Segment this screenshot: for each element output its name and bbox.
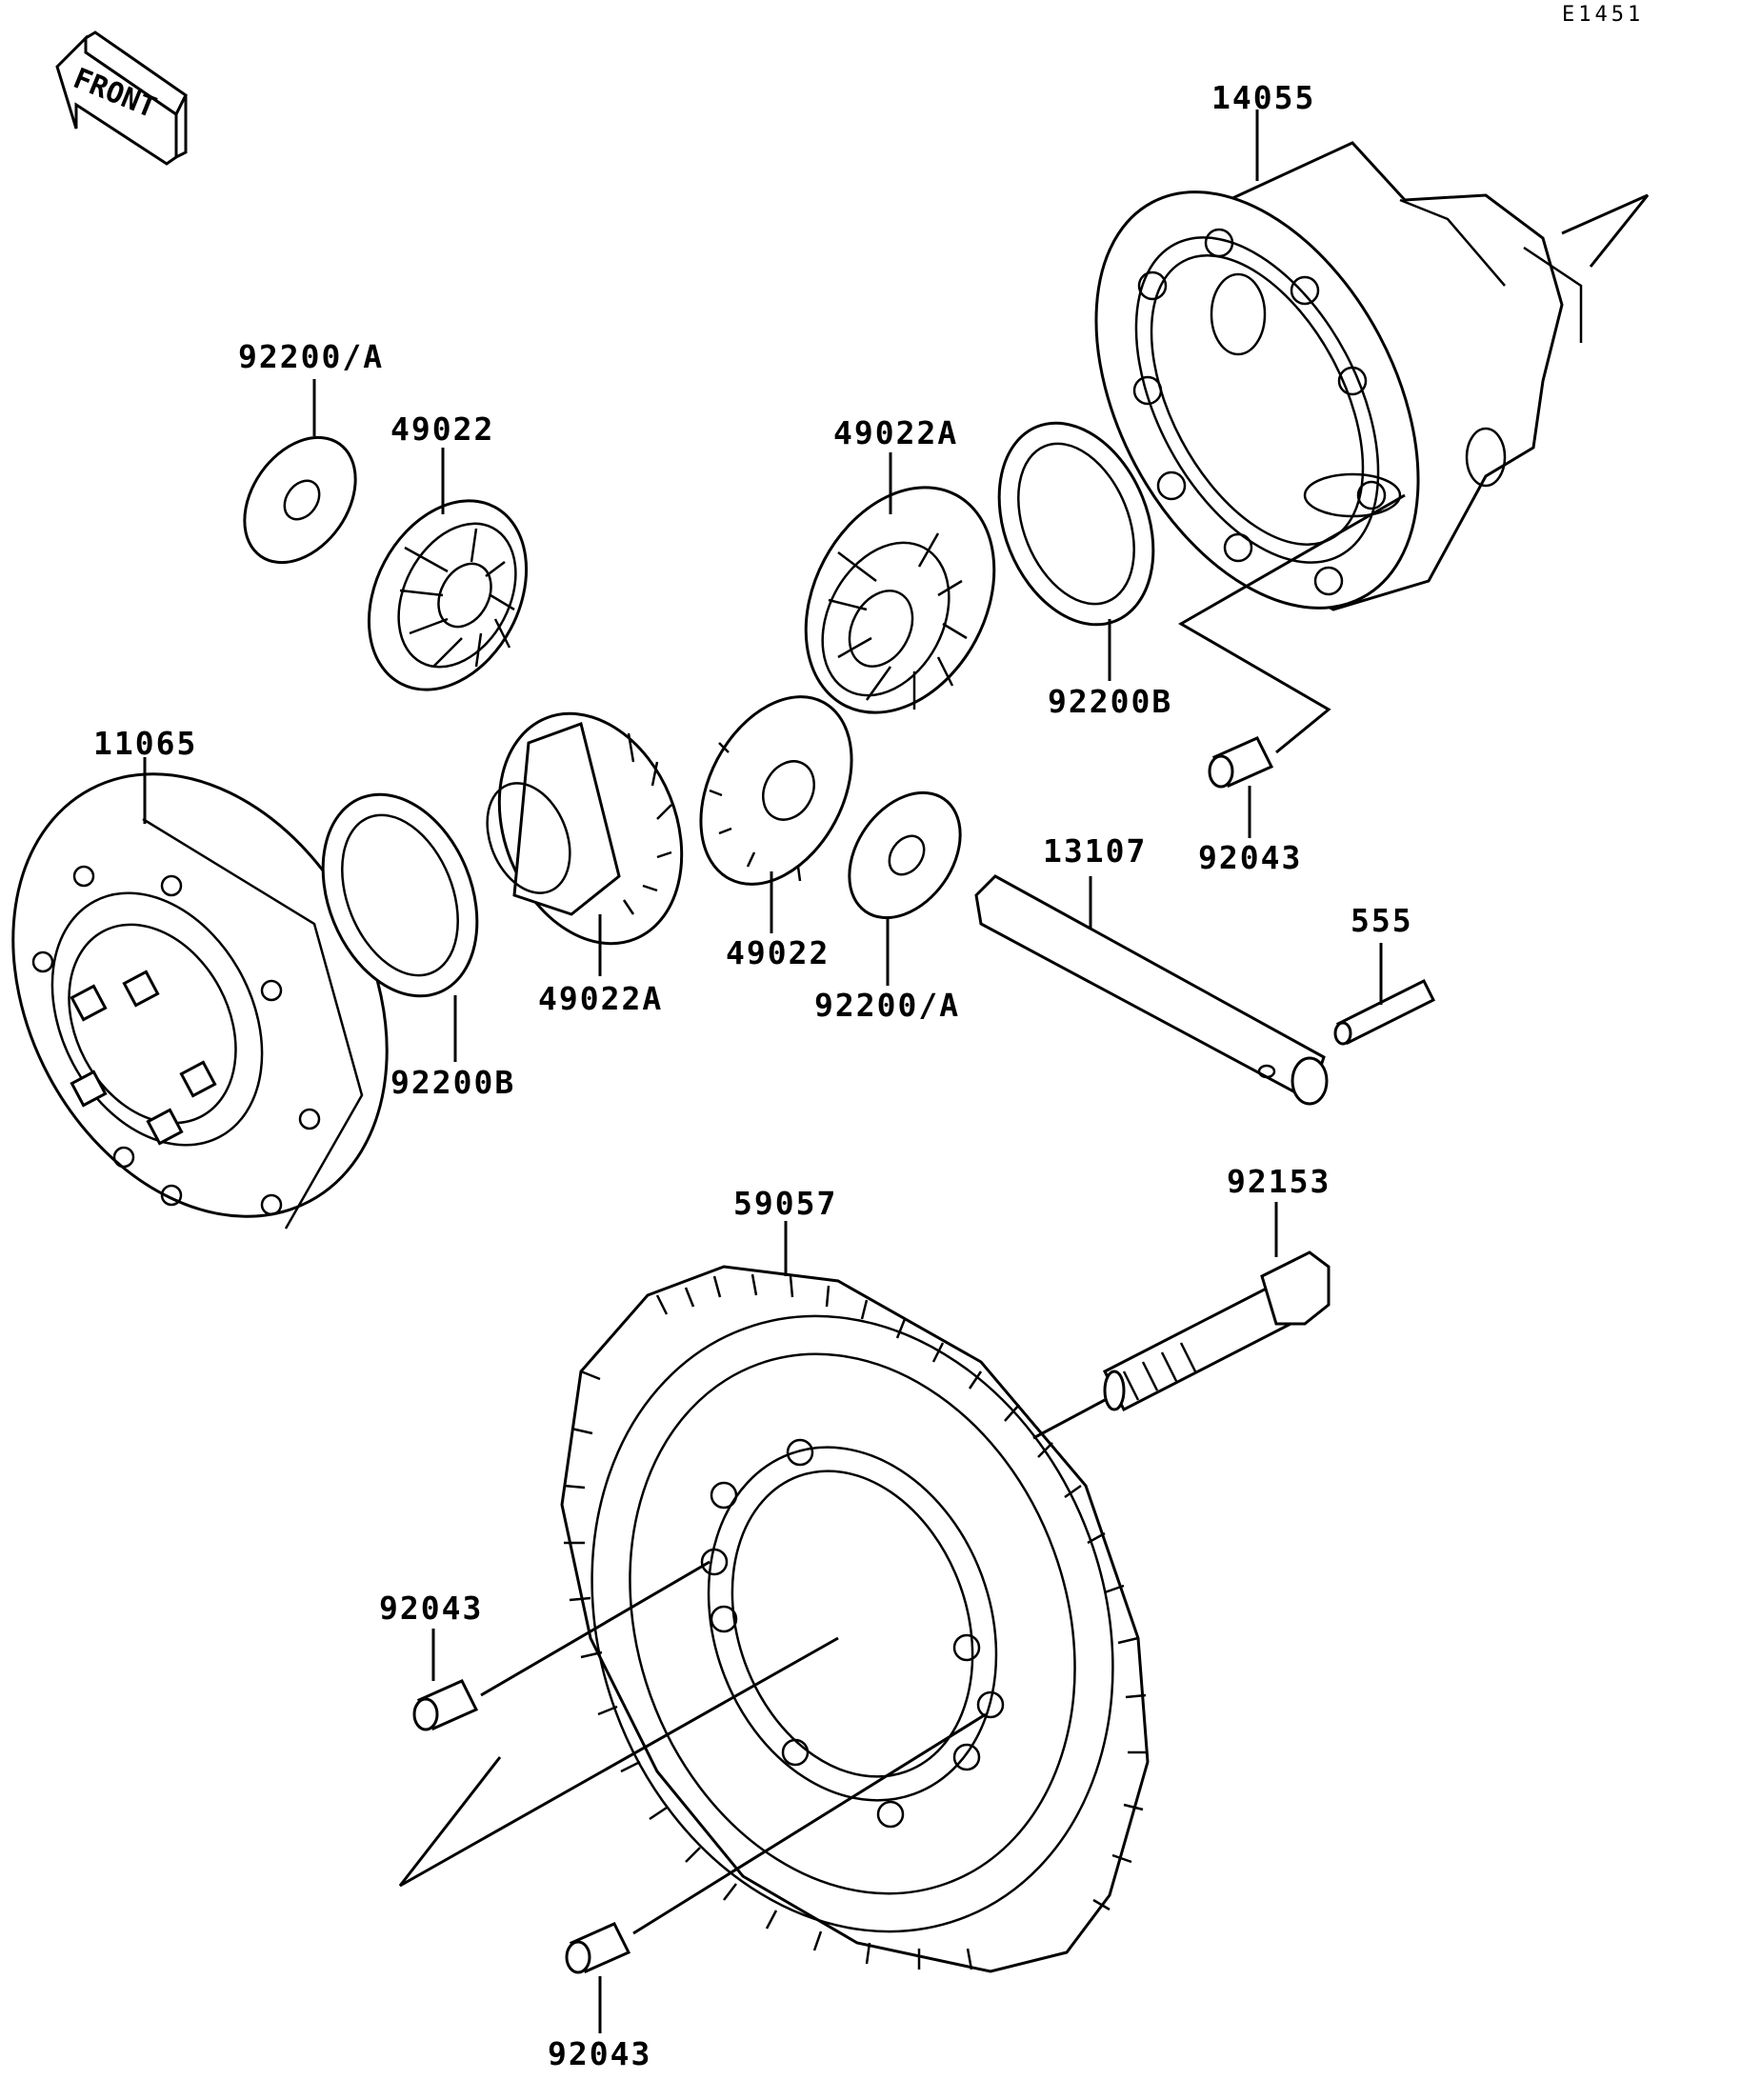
thrust-washer-92200b-top	[997, 421, 1155, 627]
pointer-92043-left	[480, 1560, 710, 1697]
pointer-92043-bottom	[632, 1712, 987, 1935]
label-555: 555	[1351, 902, 1413, 939]
label-59057: 59057	[733, 1185, 837, 1222]
pointer-92153	[1032, 1398, 1106, 1440]
label-11065: 11065	[93, 725, 197, 762]
pinion-gear-49022-top	[367, 499, 529, 691]
differential-cover-11065	[11, 772, 389, 1230]
dowel-pin-92043-top	[1208, 736, 1274, 789]
label-92200a-middle: 92200/A	[814, 987, 960, 1024]
side-gear-49022a-top	[804, 486, 996, 714]
assembly-pointer-top	[1561, 193, 1650, 268]
thrust-washer-92200a-top	[243, 435, 357, 565]
label-14055: 14055	[1211, 79, 1315, 116]
pinion-shaft-13107	[974, 874, 1329, 1106]
label-49022-middle: 49022	[726, 934, 830, 971]
label-92153: 92153	[1227, 1163, 1331, 1200]
differential-case-14055	[1094, 141, 1583, 611]
label-92043-left: 92043	[379, 1590, 483, 1627]
label-92043-bottom: 92043	[548, 2035, 651, 2072]
ring-gear-59057	[560, 1265, 1150, 1973]
diagram-code: E1451	[1562, 3, 1644, 27]
label-13107: 13107	[1043, 832, 1147, 870]
assembly-pointer-bottom	[398, 1636, 839, 1888]
label-92200b-left: 92200B	[390, 1064, 515, 1101]
pinion-gear-49022-middle	[699, 695, 853, 886]
label-49022a-left: 49022A	[538, 980, 663, 1017]
side-gear-49022a-left	[486, 711, 684, 946]
label-92200a-top: 92200/A	[238, 338, 384, 375]
dowel-pin-92043-bottom	[565, 1922, 631, 1974]
label-49022a-top: 49022A	[833, 414, 958, 451]
label-92043-top: 92043	[1198, 839, 1302, 876]
dowel-pin-92043-left	[412, 1679, 479, 1731]
pointer-92043-top	[1178, 493, 1406, 754]
bolt-92153	[1102, 1250, 1331, 1412]
thrust-washer-92200b-left	[321, 792, 479, 998]
label-92200b-top: 92200B	[1048, 683, 1172, 720]
roll-pin-555	[1333, 978, 1436, 1046]
label-49022-top: 49022	[390, 410, 494, 448]
thrust-washer-92200a-middle	[848, 790, 962, 920]
front-arrow-icon: FRONT	[55, 30, 188, 166]
